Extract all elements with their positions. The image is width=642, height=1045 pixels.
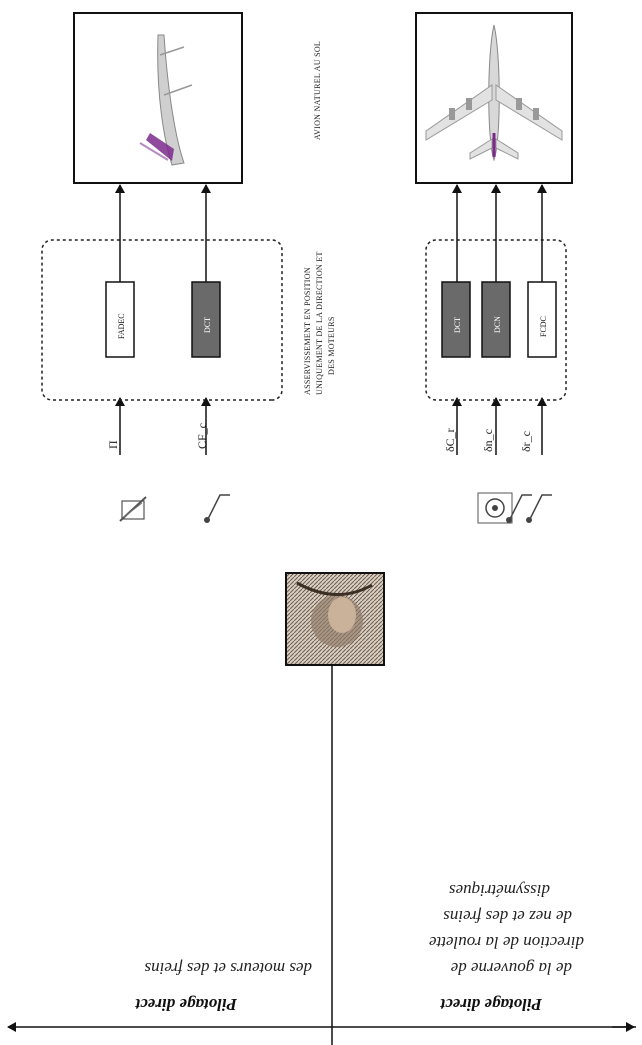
aircraft-caption: AVION NATUREL AU SOL [313,41,322,140]
block-dcn-label: DCN [493,316,502,333]
block-dct-top-label: DCT [203,317,212,333]
airplane-top-view [416,13,572,183]
block-dct-bottom: DCT [442,282,470,357]
heading-left: Pilotage direct [439,995,543,1014]
block-fadec-label: FADEC [117,313,126,339]
block-fadec: FADEC [106,282,134,357]
loop-caption: ASSERVISSEMENT EN POSITION UNIQUEMENT DE… [303,251,336,395]
description-right-line-1: des moteurs et des freins [144,959,312,978]
rudder-pedal-icon [526,495,552,523]
block-dcn: DCN [482,282,510,357]
input-label-dcr: δr_c [519,431,533,452]
input-label-dcr-cap: δC_r [443,428,457,452]
input-label-pi: Π [106,440,120,449]
airplane-side-view [74,13,242,183]
block-fcdc-label: FCDC [539,316,548,337]
throttle-lever-icon [204,495,230,523]
description-left: de la gouverne de direction de la roulet… [429,881,584,978]
block-fcdc: FCDC [528,282,556,357]
loop-caption-line-1: ASSERVISSEMENT EN POSITION [303,267,312,395]
loop-caption-line-2: UNIQUEMENT DE LA DIRECTION ET [315,251,324,395]
description-left-line-2: direction de la roulette [429,933,584,952]
heading-right: Pilotage direct [134,995,238,1014]
input-label-cfc: CF_c [195,423,209,449]
pilot-photo [286,573,384,665]
loop-caption-line-3: DES MOTEURS [327,316,336,375]
description-left-line-4: dissymétriques [449,881,550,900]
description-left-line-3: de nez et des freins [443,907,572,926]
block-dct-bottom-label: DCT [453,317,462,333]
description-left-line-1: de la gouverne de [450,959,572,978]
input-label-dnc: δn_c [481,429,495,452]
tiller-wheel-icon [120,497,146,521]
block-dct-top: DCT [192,282,220,357]
loop-box-right [42,240,282,400]
